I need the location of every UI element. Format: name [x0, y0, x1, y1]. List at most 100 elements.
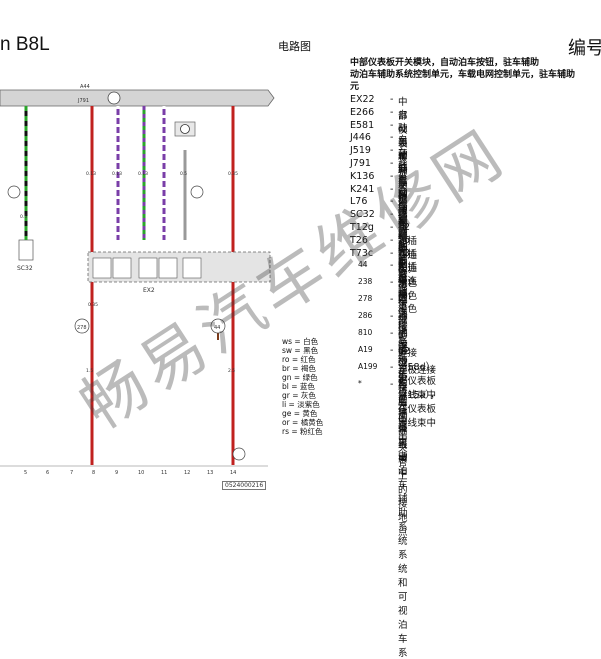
bus-symbol [107, 91, 121, 105]
description-line: 中部仪表板开关模块，自动泊车按钮，驻车辅助 [350, 58, 540, 68]
ground-278 [74, 318, 90, 334]
component-description: 12 芯插头连接，黑色 [398, 222, 418, 289]
component-code: EX22 [350, 94, 375, 105]
module-sub-3 [138, 257, 158, 279]
wire-size-label: 0.13 [86, 171, 96, 177]
component-code: E266 [350, 106, 375, 118]
bus-left-label: J791 [77, 98, 89, 104]
page-code: 0524000216 [222, 481, 267, 490]
component-description: 自动泊车辅助系统指示灯 [398, 173, 408, 325]
color-key-entry: sw = 黑色 [282, 346, 319, 355]
description-line: 元 [350, 82, 360, 92]
separator-dash: - [390, 196, 394, 208]
module-sub-5 [182, 257, 202, 279]
column-number: 7 [70, 470, 73, 476]
fuse-sc32 [18, 239, 34, 261]
wire-size-label: 1.5 [86, 368, 93, 374]
component-description: 正极连接 4（15a），在仪表板导线束中 [398, 365, 440, 430]
color-key-entry: gr = 灰色 [282, 391, 316, 400]
module-label: EX2 [143, 287, 155, 294]
color-key-entry: br = 褐色 [282, 364, 316, 373]
wire-size-label: 0.35 [228, 171, 238, 177]
color-key-entry: ws = 白色 [282, 337, 319, 346]
module-sub-1 [92, 257, 112, 279]
separator-dash: - [390, 260, 394, 272]
component-description: 中部仪表板开关模块 [398, 97, 408, 220]
wire-size-label: 0.35 [88, 302, 98, 308]
color-key-entry: li = 淡紫色 [282, 400, 320, 409]
component-code: A199 [358, 362, 378, 372]
fuse-label: SC32 [17, 265, 33, 272]
component-code: 286 [358, 311, 373, 321]
color-key-entry: rs = 粉红色 [282, 427, 323, 436]
separator-dash: - [390, 294, 394, 306]
component-description: 73 芯插头连接，黑色 [398, 247, 418, 315]
separator-dash: - [390, 328, 394, 340]
wire-size-label: 0.13 [138, 171, 148, 177]
component-description: 接地连接 4，在车内导线束中 [398, 297, 414, 463]
component-description: 左 A 柱下部的接地点 [398, 263, 408, 384]
color-key-entry: gn = 绿色 [282, 373, 318, 382]
component-description: 连接（58d），在仪表板导线束中 [398, 348, 440, 402]
component-description: 自动泊车辅助系统按钮 [398, 109, 408, 247]
component-description: 泊车辅助指示灯 [398, 186, 408, 282]
module-sub-4 [158, 257, 178, 279]
separator-dash: - [390, 209, 394, 221]
ground-44 [210, 318, 226, 334]
component-description: 接地连接 8，在车内导线束中 [398, 314, 414, 480]
separator-dash: - [390, 119, 394, 131]
separator-dash: - [390, 277, 394, 289]
circuit-diagram-title: 电路图 [278, 40, 311, 53]
component-description: 接地连接 1，在车内导线束中 [398, 280, 414, 446]
column-number: 6 [46, 470, 49, 476]
component-code: SC32 [350, 209, 375, 221]
separator-dash: - [390, 234, 394, 246]
color-key-entry: or = 橘黄色 [282, 418, 324, 427]
number-label: 编号 [568, 38, 601, 59]
component-description: 车载电网控制单元 [398, 148, 408, 258]
component-code: L76 [350, 196, 368, 208]
component-code: J791 [350, 158, 371, 169]
separator-dash: - [390, 132, 394, 144]
component-code: T26 [350, 234, 368, 246]
separator-dash: - [390, 247, 394, 259]
component-code: J519 [350, 145, 371, 157]
separator-dash: - [390, 345, 394, 357]
description-line: 动泊车辅助系统控制单元，车载电网控制单元，驻车辅助 [350, 70, 576, 80]
separator-dash: - [390, 106, 394, 118]
component-code: J446 [350, 132, 371, 144]
component-code: 44 [358, 260, 368, 270]
component-description: 自动泊车辅助系统控制单元 [398, 135, 408, 301]
column-number: 9 [115, 470, 118, 476]
wire-size-label: 0.5 [20, 214, 27, 220]
ground-278-label: 278 [77, 325, 87, 331]
separator-dash: - [390, 183, 394, 195]
wire-size-label: 2.5 [228, 368, 235, 374]
column-number: 8 [92, 470, 95, 476]
lamp-icon [180, 124, 190, 134]
control-unit-bus [0, 89, 275, 107]
connector-l76 [190, 185, 204, 199]
model-title: n B8L [0, 34, 50, 55]
component-code: A19 [358, 345, 373, 355]
wire-size-label: 0.13 [112, 171, 122, 177]
component-code: T73c [350, 247, 374, 259]
separator-dash: - [390, 145, 394, 157]
module-sub-2 [112, 257, 132, 279]
component-description: 按钮照明灯泡 [398, 199, 408, 281]
component-description: 保险丝架 C 上的保险丝 32 [398, 212, 411, 358]
component-code: * [358, 379, 362, 389]
component-code: 238 [358, 277, 373, 287]
component-code: K136 [350, 170, 375, 182]
ground-44-label: 44 [214, 325, 220, 331]
column-number: 13 [207, 470, 213, 476]
separator-dash: - [390, 222, 394, 233]
color-key-entry: ge = 黄色 [282, 409, 318, 418]
component-description: 中部仪表板左侧中央管上的接地点 [398, 331, 408, 539]
separator-dash: - [390, 94, 394, 105]
description-block: 中部仪表板开关模块，自动泊车按钮，驻车辅助 动泊车辅助系统控制单元，车载电网控制… [350, 57, 601, 93]
color-key-entry: ro = 红色 [282, 355, 316, 364]
separator-dash: - [390, 158, 394, 169]
